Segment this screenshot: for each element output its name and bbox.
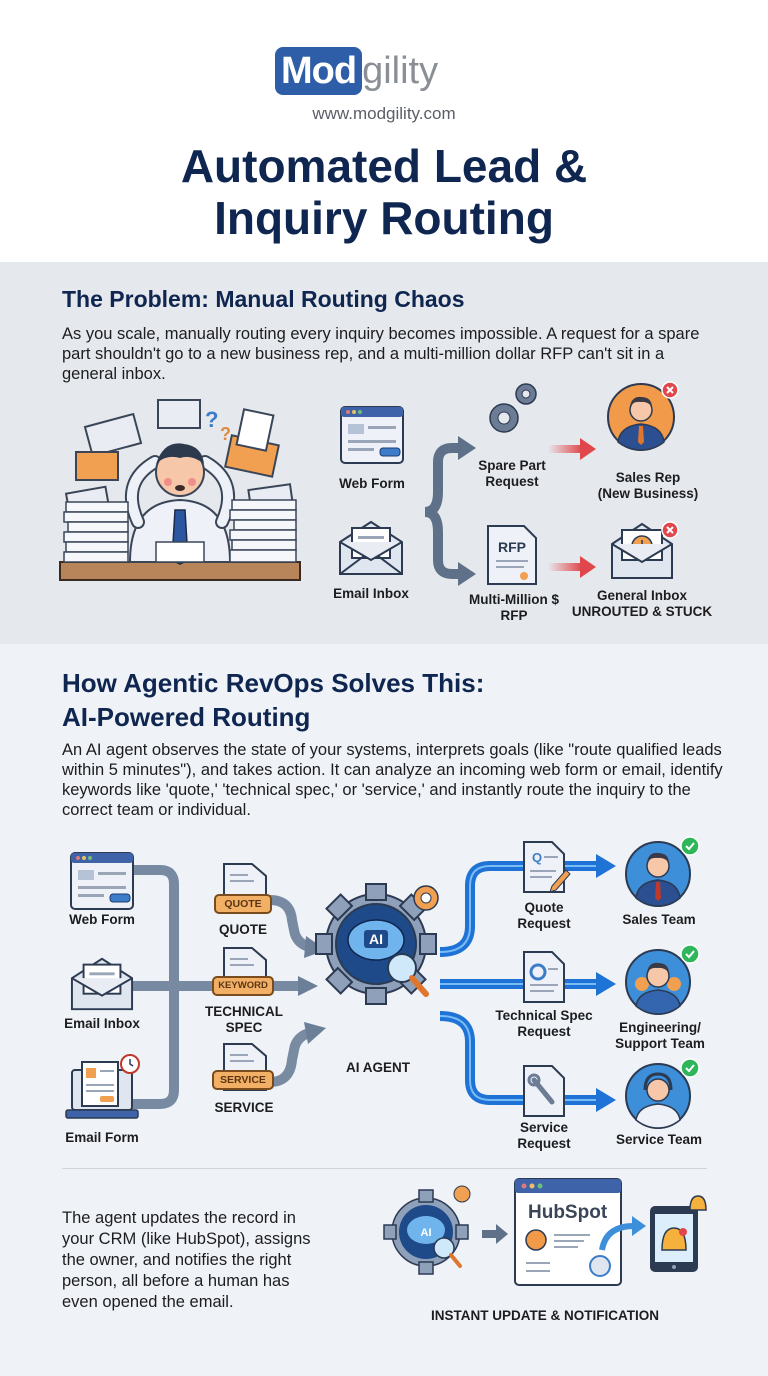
header: Mod gility www.modgility.com Automated L…	[0, 0, 768, 262]
red-arrow-icon	[548, 438, 596, 460]
instant-update-caption: INSTANT UPDATE & NOTIFICATION	[431, 1308, 659, 1323]
arrow-right-icon	[482, 1224, 508, 1244]
unrouted-status: UNROUTED & STUCK	[571, 604, 713, 619]
svg-text:?: ?	[205, 407, 218, 432]
stressed-worker-illustration: ? ?	[59, 399, 301, 581]
service-request-label: Service Request	[496, 1120, 592, 1152]
label-line: Service	[519, 1120, 569, 1135]
problem-text: As you scale, manually routing every inq…	[62, 325, 700, 383]
ai-agent-label: AI AGENT	[346, 1060, 410, 1075]
label-line: Technical Spec	[495, 1008, 593, 1023]
ai-agent-icon: AI	[315, 883, 439, 1005]
label-line: Request	[517, 1024, 571, 1039]
page-title: Automated Lead & Inquiry Routing	[0, 140, 768, 244]
magnifier-icon	[387, 953, 417, 983]
svg-text:Q: Q	[532, 850, 542, 865]
keyword-service-label: SERVICE	[214, 1100, 274, 1115]
sales-rep-label: Sales Rep (New Business)	[586, 470, 710, 502]
hubspot-crm-window-icon: HubSpot	[514, 1178, 622, 1286]
output-flow-pipes	[439, 854, 616, 1112]
spare-part-request-label: Spare Part Request	[460, 458, 564, 490]
rfp-document-icon: RFP	[487, 525, 537, 585]
svg-text:RFP: RFP	[498, 539, 526, 555]
problem-title: The Problem: Manual Routing Chaos	[62, 286, 465, 312]
tablet-notification-icon	[650, 1195, 707, 1272]
engineering-support-team-avatar-icon	[625, 944, 700, 1015]
label-line: Spare Part	[478, 458, 546, 473]
solution-title-line1: How Agentic RevOps Solves This:	[62, 668, 485, 698]
service-team-label: Service Team	[615, 1132, 703, 1147]
keyword-quote-label: QUOTE	[218, 922, 267, 937]
success-badge-icon	[680, 944, 700, 964]
logo-mark: Mod	[275, 47, 363, 95]
technical-spec-request-icon	[523, 951, 565, 1003]
section-divider	[62, 1168, 707, 1169]
rfp-label: Multi-Million $ RFP	[452, 592, 576, 624]
logo-wordmark: gility	[362, 49, 439, 92]
website-url[interactable]: www.modgility.com	[312, 104, 456, 123]
technical-spec-request-label: Technical Spec Request	[482, 1008, 606, 1040]
label-line: RFP	[500, 608, 528, 623]
label-line: TECHNICAL	[205, 1004, 283, 1019]
problem-section: The Problem: Manual Routing Chaos As you…	[0, 262, 768, 644]
routing-fork-arrows	[330, 436, 476, 586]
engineering-support-team-label: Engineering/ Support Team	[598, 1020, 722, 1052]
keyword-tag-service: SERVICE	[212, 1070, 274, 1090]
source-email-inbox-label: Email Inbox	[64, 1016, 140, 1031]
modgility-logo[interactable]: Mod gility	[275, 46, 438, 96]
source-email-form-label: Email Form	[65, 1130, 139, 1145]
clock-inbox-icon	[611, 521, 679, 579]
bell-icon	[689, 1195, 707, 1211]
label-line: Request	[517, 1136, 571, 1151]
problem-source-email-inbox-label: Email Inbox	[333, 586, 409, 601]
label-line: Request	[517, 916, 571, 931]
label-line: Multi-Million $	[469, 592, 559, 607]
sales-team-label: Sales Team	[622, 912, 696, 927]
page-title-line2: Inquiry Routing	[214, 192, 554, 244]
success-badge-icon	[680, 1058, 700, 1078]
svg-text:AI: AI	[421, 1227, 432, 1239]
keyword-tag-quote: QUOTE	[214, 894, 272, 914]
solution-section: How Agentic RevOps Solves This: AI-Power…	[0, 644, 768, 1376]
service-request-icon	[523, 1065, 565, 1117]
label-line: Request	[485, 474, 539, 489]
crm-text: The agent updates the record in your CRM…	[62, 1209, 311, 1311]
label-line: Support Team	[615, 1036, 705, 1051]
label-line: SPEC	[225, 1020, 263, 1035]
svg-text:AI: AI	[369, 931, 383, 947]
service-team-avatar-icon	[625, 1058, 700, 1129]
web-form-icon	[340, 406, 404, 464]
general-inbox-label: General Inbox UNROUTED & STUCK	[566, 588, 718, 620]
solution-text: An AI agent observes the state of your s…	[62, 741, 723, 819]
solution-title-line2: AI-Powered Routing	[62, 702, 311, 732]
svg-text:?: ?	[220, 424, 231, 444]
laptop-form-icon	[65, 1054, 140, 1119]
sales-rep-avatar-icon	[607, 381, 679, 451]
quote-request-label: Quote Request	[496, 900, 592, 932]
curved-arrow-icon	[599, 1216, 646, 1251]
solution-title: How Agentic RevOps Solves This: AI-Power…	[62, 666, 484, 734]
svg-text:HubSpot: HubSpot	[528, 1202, 608, 1223]
ai-agent-small-icon: AI	[383, 1185, 471, 1275]
problem-source-web-form-label: Web Form	[339, 476, 405, 491]
label-line: Sales Rep	[615, 470, 681, 485]
label-line: Quote	[524, 900, 564, 915]
gears-icon	[489, 383, 537, 433]
email-inbox-icon	[339, 520, 403, 575]
red-arrow-icon	[548, 556, 596, 578]
quote-request-icon: Q	[523, 841, 571, 893]
keyword-technical-spec-label: TECHNICAL SPEC	[196, 1004, 292, 1036]
page-title-line1: Automated Lead &	[180, 140, 588, 192]
sales-team-avatar-icon	[625, 836, 700, 907]
keyword-tag-keyword: KEYWORD	[212, 976, 274, 996]
headset-icon	[643, 1072, 673, 1091]
label-line: (New Business)	[597, 486, 699, 501]
source-web-form-label: Web Form	[69, 912, 135, 927]
email-inbox-icon	[70, 957, 134, 1011]
web-form-icon	[70, 852, 134, 910]
label-line: General Inbox	[596, 588, 688, 603]
label-line: Engineering/	[619, 1020, 701, 1035]
success-badge-icon	[680, 836, 700, 856]
